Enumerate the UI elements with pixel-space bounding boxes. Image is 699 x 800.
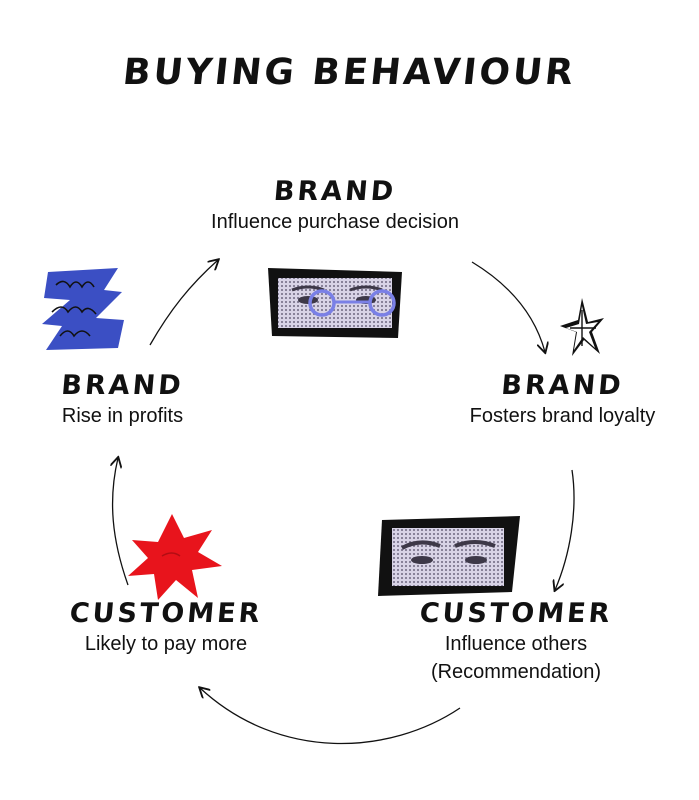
arrow-bottom-right-to-bottom-left	[200, 688, 461, 745]
node-brand-profits: BRAND Rise in profits	[30, 370, 215, 430]
star-sparkle-sticker-icon	[560, 298, 604, 356]
node-heading: BRAND	[60, 370, 186, 401]
red-starburst-sticker-icon	[128, 514, 222, 600]
node-heading: CUSTOMER	[68, 598, 264, 629]
arrow-right-to-bottom-right	[555, 469, 575, 590]
node-heading: BRAND	[272, 176, 398, 207]
node-description: Fosters brand loyalty	[469, 405, 656, 427]
node-description-line-2: (Recommendation)	[430, 661, 602, 683]
node-customer-pay-more: CUSTOMER Likely to pay more	[50, 598, 282, 658]
node-heading: BRAND	[500, 370, 626, 401]
node-brand-influence: BRAND Influence purchase decision	[160, 176, 510, 236]
node-description: Influence purchase decision	[211, 211, 459, 233]
eyes-photo-icon	[378, 516, 520, 596]
arrow-top-to-right	[471, 261, 545, 352]
node-description: Rise in profits	[61, 405, 184, 427]
arrow-left-to-top	[149, 260, 218, 346]
node-customer-recommendation: CUSTOMER Influence others (Recommendatio…	[400, 598, 632, 686]
node-description: Likely to pay more	[84, 633, 248, 655]
node-brand-loyalty: BRAND Fosters brand loyalty	[440, 370, 685, 430]
blue-scribble-sticker-icon	[42, 268, 124, 350]
eyes-with-glasses-photo-icon	[268, 268, 402, 338]
arrow-bottom-left-to-left	[113, 458, 129, 586]
node-heading: CUSTOMER	[418, 598, 614, 629]
node-description: Influence others	[444, 633, 588, 655]
